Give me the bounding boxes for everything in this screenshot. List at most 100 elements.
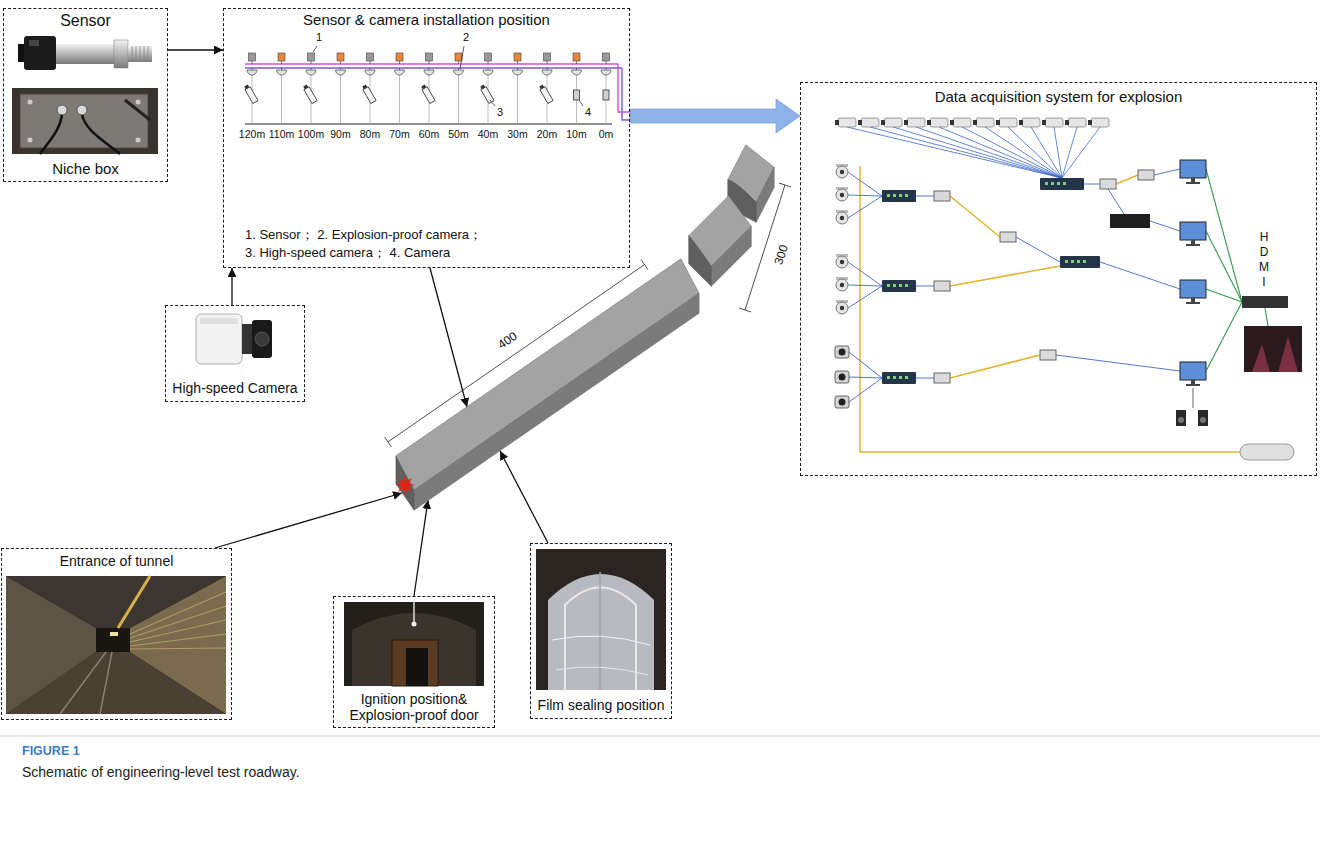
- acquisition-network: [858, 120, 862, 125]
- installation-layout: [311, 61, 312, 64]
- label-anchor: 80m: [370, 134, 390, 146]
- installation-layout: [306, 70, 316, 75]
- tunnel-entrance-photo: [130, 592, 226, 649]
- installation-layout: [455, 53, 462, 61]
- label-anchor: 1. Sensor； 2. Explosion-proof camera；: [245, 228, 482, 243]
- label-anchor: 3. High-speed camera； 4. Camera: [245, 246, 450, 261]
- acquisition-network: [1088, 120, 1092, 125]
- high-speed-camera-photo: [196, 314, 242, 364]
- installation-layout: [367, 53, 374, 61]
- installation-layout: [572, 70, 582, 75]
- sensor-photo: [114, 40, 128, 68]
- acquisition-network: [1000, 232, 1016, 242]
- figure-rule: [0, 736, 1320, 737]
- label-anchor: 70m: [400, 134, 420, 146]
- film-sealing-photo: [536, 549, 666, 690]
- acquisition-network: [887, 194, 890, 197]
- acquisition-network: [848, 262, 882, 286]
- key-note: 1. Sensor； 2. Explosion-proof camera；: [245, 228, 482, 243]
- label-anchor: 90m: [341, 134, 361, 146]
- acquisition-network: [1065, 120, 1069, 125]
- acquisition-network: [904, 118, 925, 127]
- installation-layout: [426, 53, 433, 61]
- acquisition-network: [858, 118, 879, 127]
- panel-title: Entrance of tunnel: [60, 553, 174, 569]
- sensor-photo: [132, 46, 148, 62]
- film-sealing-photo: [548, 574, 654, 690]
- distance-mark: 80m: [360, 128, 380, 140]
- installation-layout: [399, 61, 400, 64]
- film-sealing-photo: [599, 572, 601, 690]
- acquisition-network: [1040, 350, 1056, 360]
- acquisition-network: [950, 120, 954, 125]
- acquisition-network: [893, 284, 896, 287]
- acquisition-network: [1042, 120, 1046, 125]
- installation-layout: [420, 84, 435, 103]
- high-speed-camera-photo: [200, 318, 238, 324]
- acquisition-network: [1176, 410, 1186, 426]
- acquisition-network: [840, 283, 844, 287]
- tunnel-entrance-photo: [110, 632, 118, 636]
- acquisition-network: [1042, 118, 1063, 127]
- installation-layout: [573, 53, 580, 61]
- acquisition-network: [1071, 260, 1074, 263]
- label-anchor: 20m: [547, 134, 567, 146]
- acquisition-network: [1200, 417, 1206, 423]
- acquisition-network: [1083, 260, 1086, 263]
- text-anchor: Ignition position& Explosion-proof door: [334, 691, 494, 723]
- installation-layout: [249, 53, 256, 61]
- acquisition-network: [881, 118, 902, 127]
- niche-box-photo: [82, 115, 120, 154]
- installation-layout: [601, 70, 611, 75]
- callout-number: 3: [497, 106, 503, 119]
- tunnel-entrance-photo: [118, 576, 150, 628]
- niche-box-photo: [28, 138, 33, 143]
- acquisition-network: [1051, 182, 1054, 185]
- installation-layout: [370, 61, 371, 64]
- niche-box-photo: [28, 100, 33, 105]
- panel-title: Sensor: [60, 12, 111, 30]
- acquisition-network: [839, 349, 846, 356]
- acquisition-network: [934, 281, 950, 291]
- tunnel-shape: [739, 183, 791, 312]
- acquisition-network: [836, 166, 848, 178]
- acquisition-network: [887, 376, 890, 379]
- acquisition-network: [1091, 118, 1109, 127]
- distance-mark: 40m: [478, 128, 498, 140]
- niche-box-photo: [77, 105, 87, 115]
- acquisition-network: [839, 374, 846, 381]
- label-anchor: 50m: [459, 134, 479, 146]
- distance-mark: 120m: [239, 128, 265, 140]
- callout-number: 2: [463, 31, 469, 44]
- signal-name: HDMI: [1258, 230, 1270, 290]
- installation-layout: [308, 53, 315, 61]
- acquisition-network: [1206, 169, 1242, 302]
- sensor-photo: [56, 44, 114, 64]
- acquisition-network: [1178, 417, 1184, 423]
- tunnel-entrance-photo: [6, 576, 226, 714]
- panel-box: Entrance of tunnel: [1, 548, 232, 720]
- acquisition-network: [1108, 189, 1124, 214]
- acquisition-network: [1065, 118, 1086, 127]
- installation-layout: [479, 84, 494, 103]
- acquisition-network: [1180, 362, 1206, 380]
- installation-layout: [340, 61, 341, 64]
- text-anchor: 400: [508, 341, 528, 355]
- acquisition-network: [1045, 118, 1063, 127]
- installation-layout: [365, 70, 375, 75]
- acquisition-network: [835, 118, 1302, 460]
- connectors: [168, 50, 800, 596]
- acquisition-network: [1180, 160, 1206, 178]
- acquisition-network: [1206, 289, 1242, 302]
- acquisition-network: [840, 306, 844, 310]
- installation-layout: [337, 53, 344, 61]
- acquisition-network: [1186, 384, 1200, 386]
- sensor-photo: [29, 40, 39, 46]
- acquisition-network: [882, 372, 916, 384]
- installation-layout: [490, 100, 495, 106]
- installation-layout: [424, 70, 434, 75]
- acquisition-network: [996, 118, 1017, 127]
- acquisition-network: [893, 194, 896, 197]
- acquisition-network: [861, 118, 879, 127]
- acquisition-network: [927, 118, 948, 127]
